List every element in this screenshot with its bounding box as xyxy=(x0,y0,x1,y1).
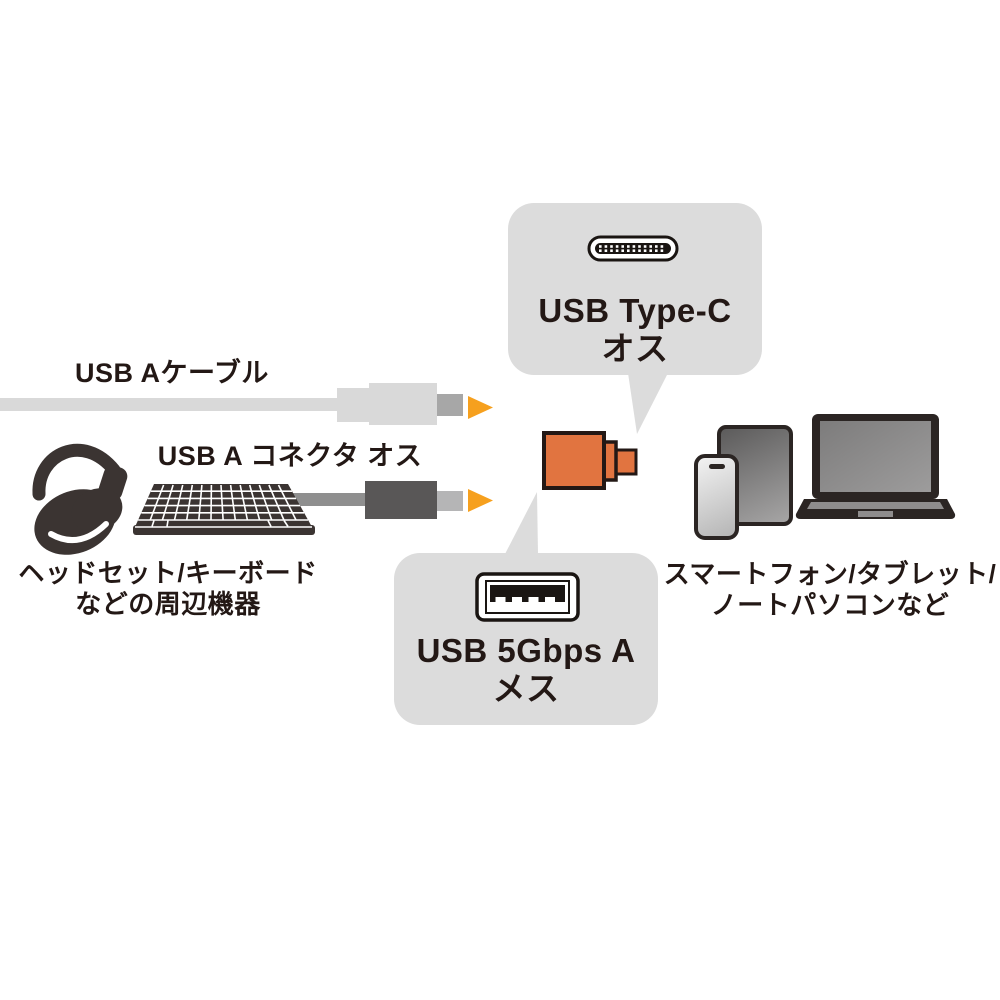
callout-usb-a-pointer xyxy=(505,492,538,554)
headset-icon xyxy=(32,443,128,555)
laptop-icon xyxy=(795,414,956,519)
caption-devices-line2: ノートパソコンなど xyxy=(710,590,950,620)
label-usb-a-cable: USB Aケーブル xyxy=(75,358,269,388)
peripheral-cable-line xyxy=(282,493,367,506)
smartphone-camera-pill xyxy=(708,464,725,469)
caption-devices-line1: スマートフォン/タブレット/ xyxy=(663,559,997,589)
label-usb-a-connector-male: USB A コネクタ オス xyxy=(157,441,423,471)
callout-usb-type-c-label-line2: オス xyxy=(601,330,669,367)
arrow-right-icon xyxy=(468,489,493,512)
callout-usb-a-label-line2: メス xyxy=(492,670,560,707)
callout-usb-type-c-label-line1: USB Type-C xyxy=(538,292,732,329)
peripheral-cable-connector-body xyxy=(365,481,437,519)
smartphone-icon xyxy=(694,454,739,540)
caption-peripherals-line1: ヘッドセット/キーボード xyxy=(18,558,318,588)
callout-usb-type-c-pointer xyxy=(628,373,668,434)
callout-usb-type-c xyxy=(508,203,762,375)
peripheral-cable-connector-tip xyxy=(437,491,463,511)
usb-type-c-connector-icon xyxy=(587,235,679,262)
callout-usb-a-label-line1: USB 5Gbps A xyxy=(416,632,636,669)
usb-a-cable-line xyxy=(0,398,340,411)
arrow-right-icon xyxy=(468,396,493,419)
caption-peripherals-line2: などの周辺機器 xyxy=(75,589,261,619)
usb-a-cable-connector-tip xyxy=(437,394,463,416)
usb-c-to-a-adapter-icon xyxy=(542,431,638,490)
usb-a-cable-strain-relief xyxy=(337,388,371,422)
usb-a-port-icon xyxy=(475,572,580,622)
usb-a-cable-connector-body xyxy=(369,383,437,425)
keyboard-icon xyxy=(133,484,315,535)
